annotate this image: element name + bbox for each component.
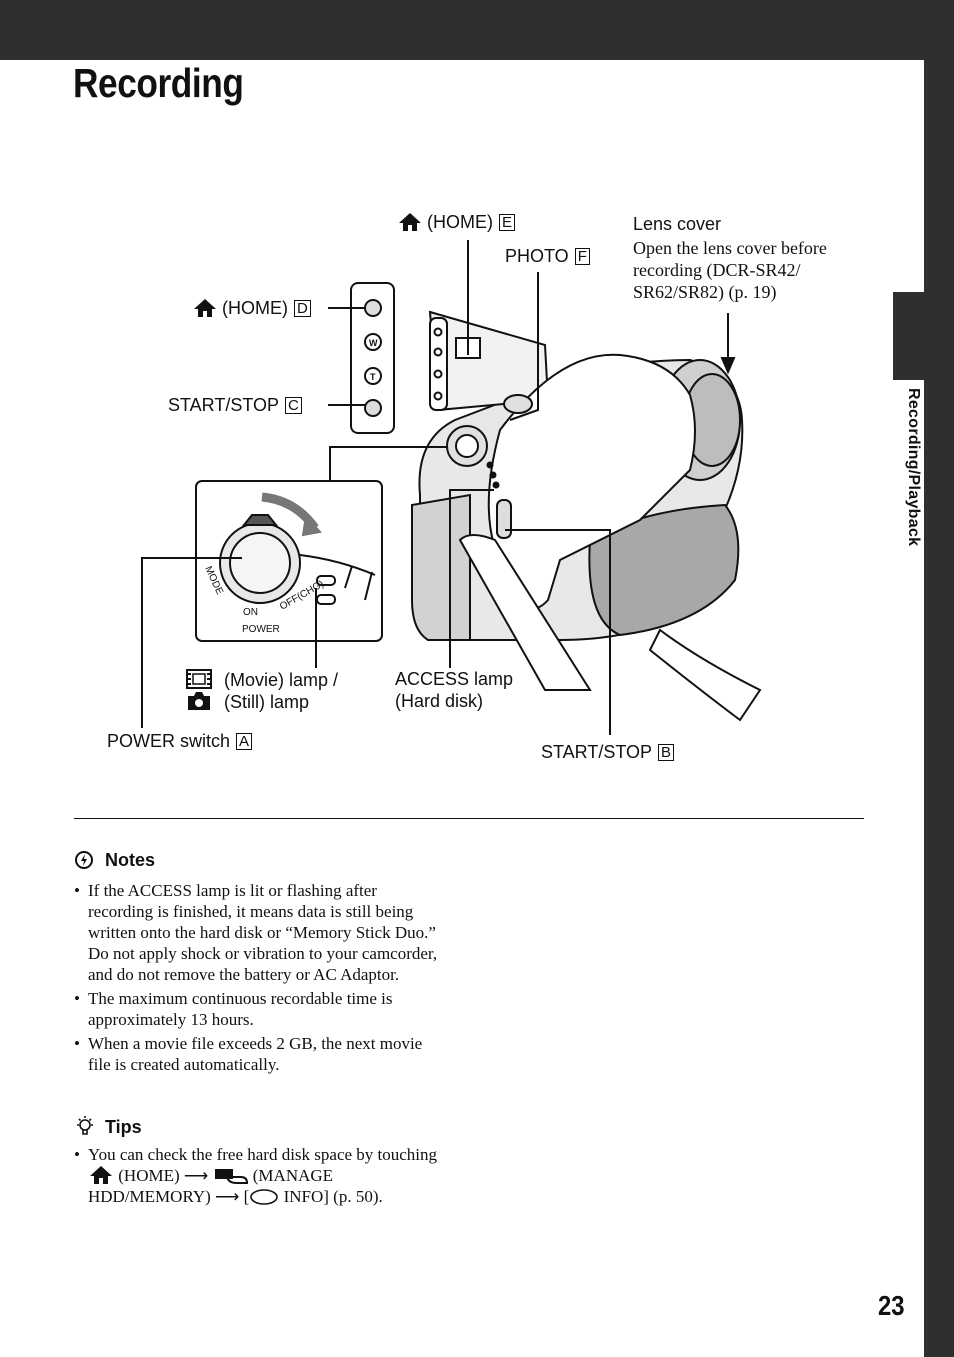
callout-lens-cover-title: Lens cover <box>633 214 722 234</box>
tips-icon <box>77 1116 93 1135</box>
callout-start-stop-b: START/STOP B <box>541 741 675 763</box>
callout-key-b: B <box>658 744 675 761</box>
right-edge-bar <box>924 0 954 1357</box>
tips-bracket: [ <box>243 1187 250 1206</box>
callout-home-d: (HOME) D <box>193 297 311 319</box>
notes-heading-text: Notes <box>105 850 156 870</box>
callout-lens-cover-desc: Open the lens cover before recording (DC… <box>633 238 827 302</box>
callout-key-d: D <box>294 300 311 317</box>
zoom-t-label: T <box>370 372 376 382</box>
section-divider <box>74 818 864 819</box>
callout-movie-lamp-text: (Movie) lamp / <box>224 670 339 690</box>
hdd-info-icon <box>250 1189 279 1205</box>
page-title: Recording <box>73 60 244 106</box>
tips-home: (HOME) <box>118 1166 180 1185</box>
callout-access-lamp-2: (Hard disk) <box>395 691 484 711</box>
tips-item: You can check the free hard disk space b… <box>74 1144 444 1207</box>
page-number: 23 <box>878 1290 905 1321</box>
tips-manage: (MANAGE HDD/MEMORY) <box>88 1166 334 1206</box>
tips-heading-text: Tips <box>105 1117 142 1137</box>
callout-key-a: A <box>236 733 253 750</box>
top-bar <box>0 0 954 60</box>
callout-photo-text: PHOTO <box>505 246 569 266</box>
dial-on-label: ON <box>243 607 258 618</box>
camcorder-diagram: MODE ON OFF(CHG) POWER W T <box>141 240 762 735</box>
callout-power-switch: POWER switch A <box>107 730 253 752</box>
notes-list: If the ACCESS lamp is lit or flashing af… <box>74 880 444 1078</box>
callout-lamps: (Movie) lamp / <box>185 668 338 691</box>
arrow-right-icon: ⟶ <box>215 1187 240 1206</box>
notes-item: The maximum continuous recordable time i… <box>74 988 444 1030</box>
notes-item: If the ACCESS lamp is lit or flashing af… <box>74 880 444 985</box>
callout-start-stop-c: START/STOP C <box>168 394 302 416</box>
callout-photo: PHOTO F <box>505 245 590 267</box>
tips-info: INFO] (p. 50). <box>283 1187 383 1206</box>
notes-heading: Notes <box>74 850 155 871</box>
home-icon <box>399 213 421 231</box>
dial-power-label: POWER <box>242 624 280 635</box>
notes-item: When a movie file exceeds 2 GB, the next… <box>74 1033 444 1075</box>
callout-home-d-text: (HOME) <box>222 298 289 318</box>
callout-access-lamp-1: ACCESS lamp <box>395 669 514 689</box>
zoom-w-label: W <box>369 338 378 348</box>
camera-icon <box>188 692 210 710</box>
section-tab-label: Recording/Playback <box>905 388 922 547</box>
tips-text: You can check the free hard disk space b… <box>88 1145 438 1164</box>
section-tab-marker <box>893 292 924 380</box>
tips-heading: Tips <box>74 1115 142 1138</box>
callout-start-stop-b-text: START/STOP <box>541 742 653 762</box>
home-icon <box>90 1166 112 1184</box>
home-icon <box>194 299 216 317</box>
manage-hdd-icon <box>214 1169 248 1184</box>
callout-power-switch-text: POWER switch <box>107 731 231 751</box>
callout-home-e: (HOME) E <box>398 211 516 233</box>
movie-icon <box>186 669 212 689</box>
callout-home-e-text: (HOME) <box>427 212 494 232</box>
tips-list: You can check the free hard disk space b… <box>74 1144 444 1210</box>
callout-still-lamp-text: (Still) lamp <box>224 692 310 712</box>
callout-key-e: E <box>499 214 516 231</box>
callout-still-lamp: (Still) lamp <box>185 690 309 713</box>
arrow-right-icon: ⟶ <box>183 1166 209 1185</box>
callout-key-f: F <box>574 248 590 265</box>
callout-start-stop-c-text: START/STOP <box>168 395 280 415</box>
callout-key-c: C <box>285 397 302 414</box>
notes-icon <box>75 851 93 869</box>
